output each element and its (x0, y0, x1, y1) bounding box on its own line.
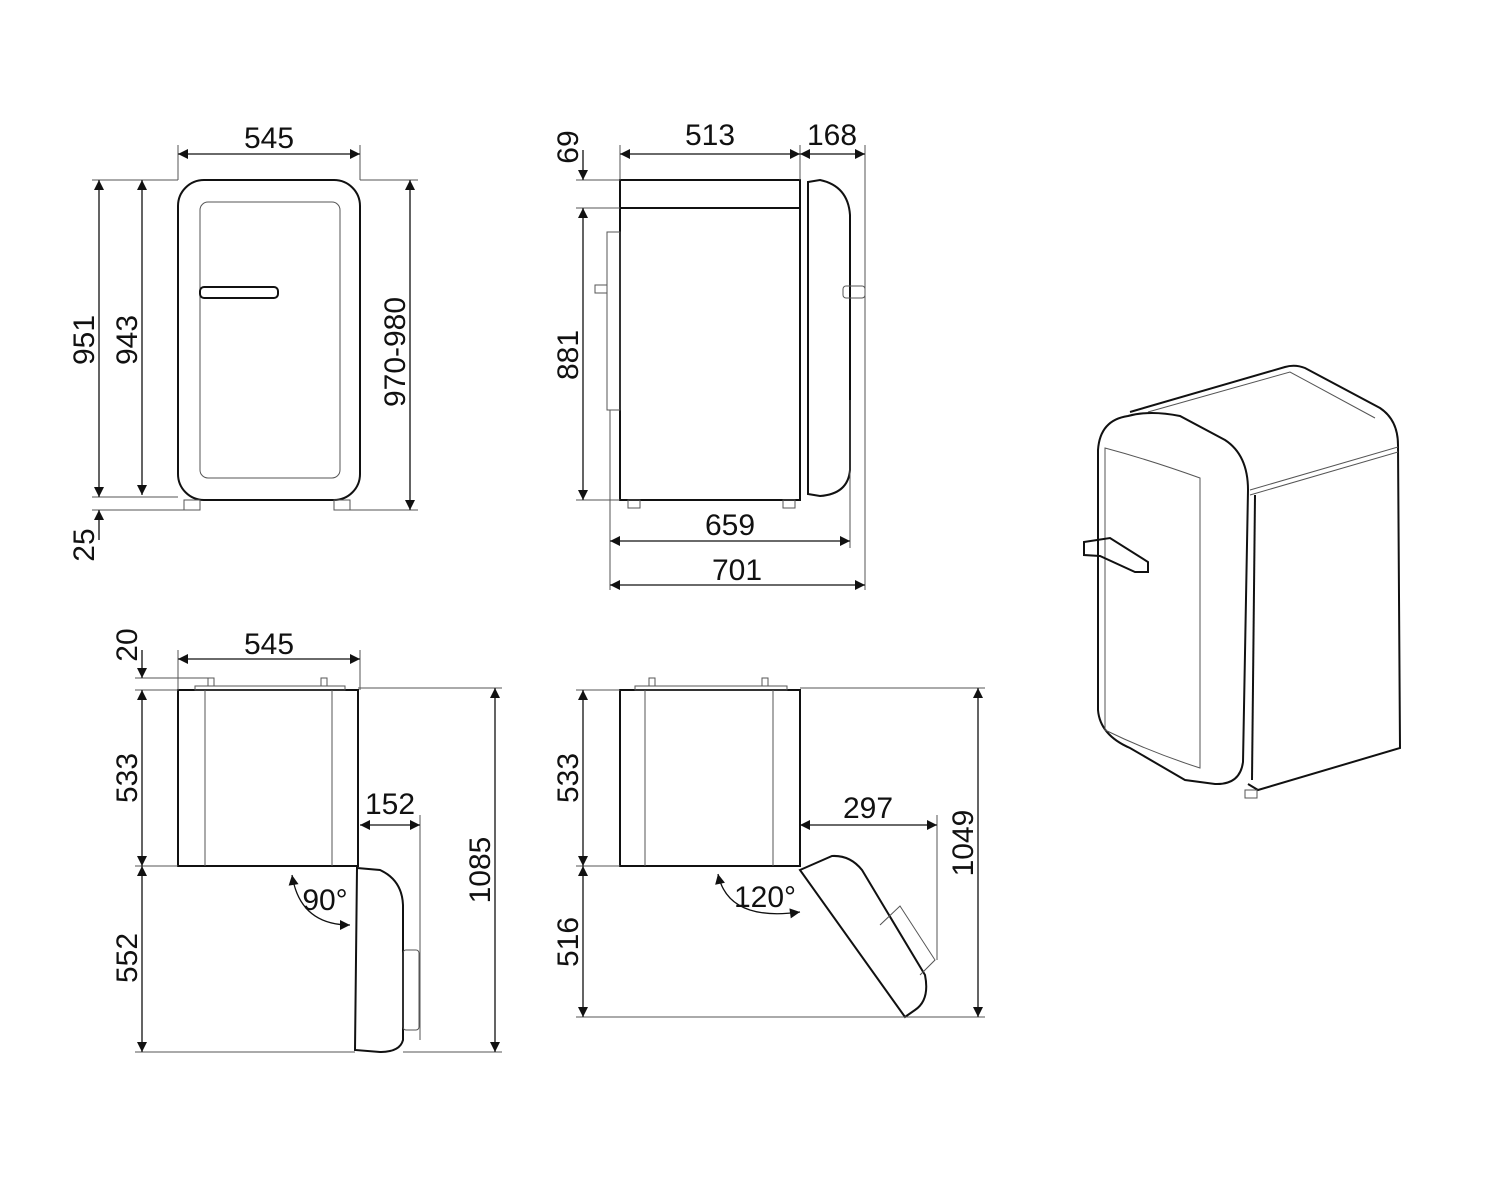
door-handle (199, 286, 279, 299)
iso-handle (1083, 536, 1149, 573)
front-door-panel (199, 201, 341, 479)
front-body (177, 179, 361, 501)
dim-depth-body: 513 (685, 119, 735, 152)
dim-door-length: 552 (111, 933, 144, 983)
foot (333, 499, 351, 511)
open-door-90 (353, 866, 404, 1054)
side-view: 69 513 168 881 659 701 (552, 119, 866, 590)
dim-height-body: 943 (111, 315, 144, 365)
side-body (619, 179, 801, 501)
dim-door-depth: 168 (807, 119, 857, 152)
side-door (807, 178, 851, 498)
dim-feet: 25 (68, 528, 101, 561)
dim-door-offset: 152 (365, 788, 415, 821)
side-rail (606, 231, 621, 411)
iso-cabinet (1129, 364, 1402, 792)
dim-height-adjustable: 970-980 (379, 297, 412, 407)
dim-total: 1085 (464, 837, 497, 904)
dim-depth-701: 701 (712, 554, 762, 587)
dim-total: 1049 (947, 810, 980, 877)
foot (183, 499, 201, 511)
dim-depth: 533 (111, 753, 144, 803)
angle-label: 90° (302, 884, 347, 917)
dim-width: 545 (244, 628, 294, 661)
dim-plate: 20 (111, 628, 144, 661)
dim-top: 69 (552, 130, 585, 163)
dim-depth: 533 (552, 753, 585, 803)
dim-height-total: 951 (68, 315, 101, 365)
dim-height-body: 881 (552, 330, 585, 380)
top-view-120: 533 297 120° 516 1049 (552, 677, 985, 1019)
angle-label: 120° (734, 881, 796, 914)
dim-width: 545 (244, 122, 294, 155)
iso-door (1097, 412, 1250, 786)
isometric-view (1083, 364, 1402, 799)
open-door-120 (798, 854, 928, 1019)
dim-door-length: 516 (552, 917, 585, 967)
door-handle (842, 285, 866, 299)
dim-depth-659: 659 (705, 509, 755, 542)
front-view: 545 951 943 970-980 25 (68, 122, 418, 562)
top-view-90: 20 545 533 152 90° 552 1085 (111, 628, 502, 1054)
dim-door-offset: 297 (843, 792, 893, 825)
